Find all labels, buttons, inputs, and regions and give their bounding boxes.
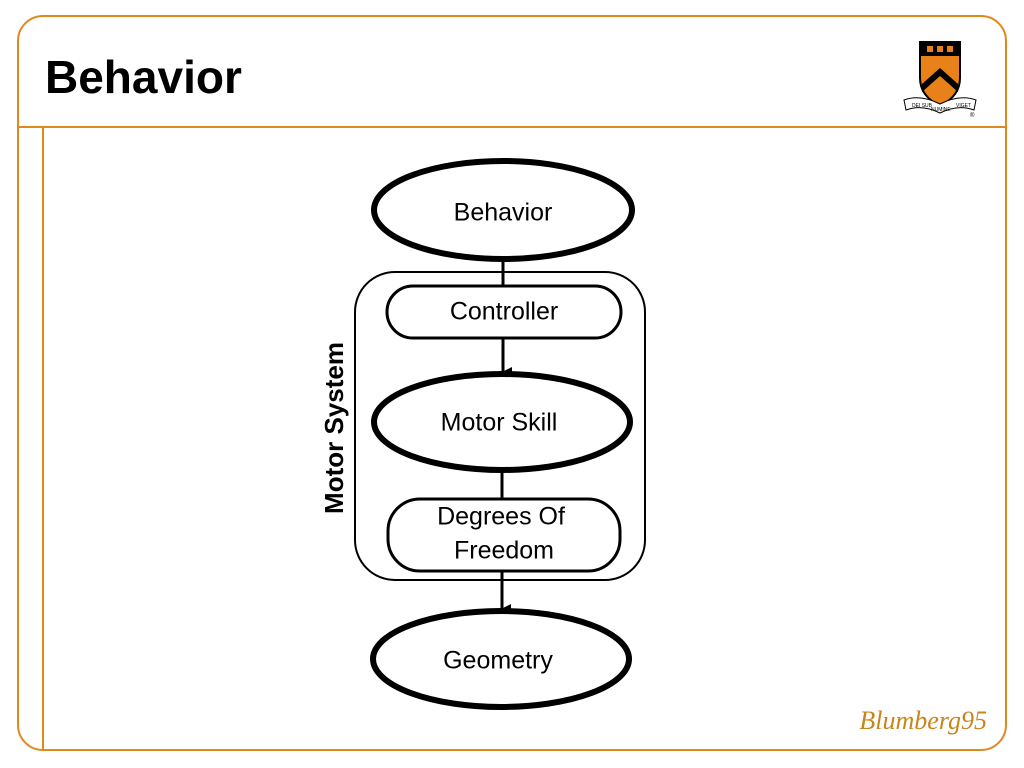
- controller-node-label: Controller: [450, 298, 558, 326]
- motor-skill-node-label: Motor Skill: [441, 409, 558, 437]
- motor-system-label: Motor System: [319, 342, 349, 514]
- motor-skill-node: [371, 371, 633, 473]
- behavior-node: [371, 158, 635, 262]
- dof-node-label-line1: Degrees Of: [437, 503, 565, 531]
- dof-node-label-line2: Freedom: [454, 537, 554, 565]
- registered-mark: ®: [970, 112, 975, 118]
- ribbon-center-text: NUMINE: [931, 107, 951, 113]
- citation: Blumberg95: [859, 706, 987, 735]
- geometry-node-label: Geometry: [443, 647, 553, 675]
- shield-chevron: [922, 68, 958, 92]
- degrees-of-freedom-node: [386, 497, 622, 573]
- left-margin-rule: [42, 127, 44, 751]
- behavior-node-label: Behavior: [454, 199, 553, 227]
- slide-frame: [17, 15, 1007, 751]
- controller-node: [385, 284, 623, 340]
- motto-ribbon: [903, 97, 977, 114]
- university-shield-logo: DEI SUB NUMINE VIGET ®: [903, 41, 977, 118]
- title-divider: [17, 126, 1007, 128]
- ribbon-left-text: DEI SUB: [912, 103, 933, 109]
- geometry-node: [370, 608, 632, 710]
- slide-title: Behavior: [45, 51, 242, 103]
- motor-system-group: [354, 271, 646, 581]
- ribbon-right-text: VIGET: [956, 103, 971, 109]
